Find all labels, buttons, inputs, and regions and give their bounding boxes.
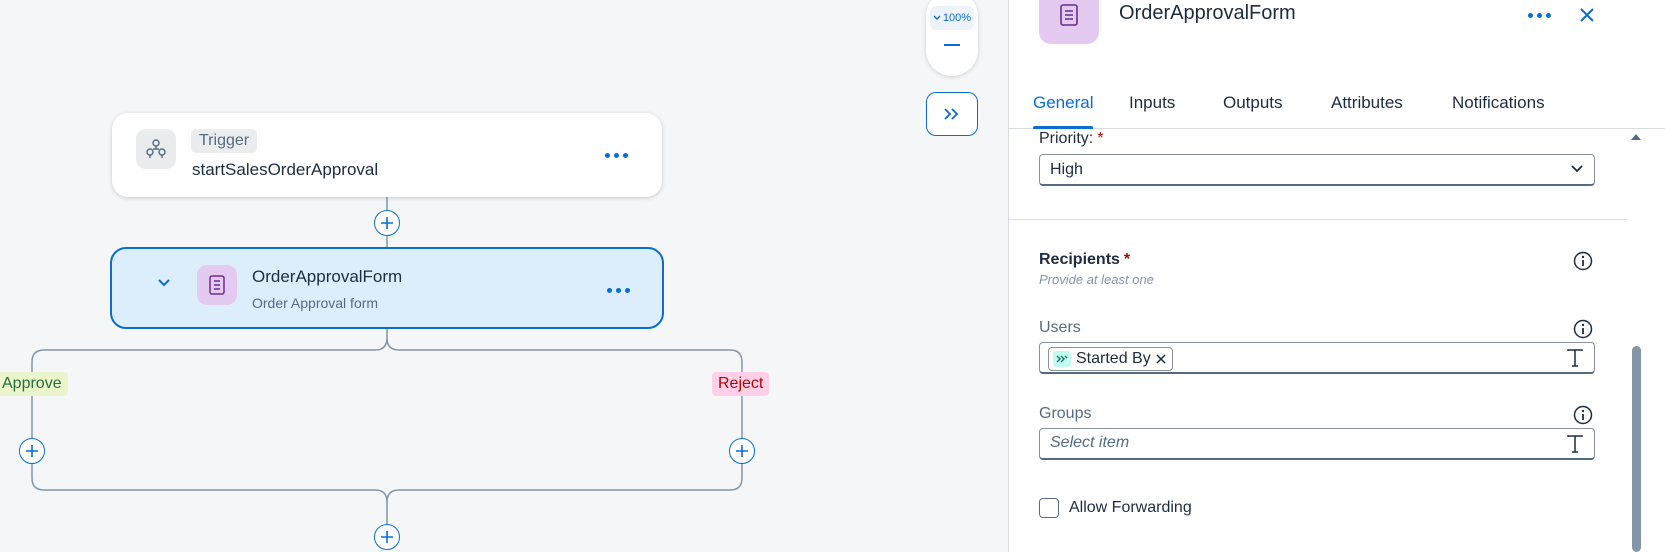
- close-icon: [1156, 354, 1166, 364]
- priority-label: Priority:*: [1039, 130, 1104, 147]
- panel-close-button[interactable]: [1569, 0, 1605, 33]
- users-info-icon[interactable]: [1572, 318, 1594, 340]
- text-type-icon[interactable]: [1564, 433, 1586, 455]
- section-divider: [1009, 219, 1627, 220]
- double-chevron-right-icon: [944, 108, 959, 120]
- reject-branch-label: Reject: [712, 372, 770, 396]
- zoom-level-select[interactable]: 100%: [930, 6, 974, 30]
- form-document-icon: [197, 265, 237, 305]
- workflow-canvas: Trigger startSalesOrderApproval OrderApp…: [0, 0, 978, 550]
- recipients-title: Recipients*: [1039, 251, 1131, 268]
- users-label: Users: [1039, 319, 1081, 336]
- minus-icon: [944, 44, 960, 46]
- chevron-down-icon: [933, 15, 941, 20]
- tab-general[interactable]: General: [1033, 82, 1094, 129]
- priority-value: High: [1050, 161, 1083, 178]
- priority-select[interactable]: High: [1039, 154, 1595, 186]
- users-input[interactable]: Started By: [1039, 342, 1595, 374]
- collapse-chevron-button[interactable]: [152, 271, 176, 295]
- properties-panel: OrderApprovalForm General Inputs Outputs…: [1008, 0, 1665, 552]
- caret-up-icon: [1631, 134, 1641, 140]
- close-icon: [1580, 8, 1594, 22]
- plus-icon: [381, 217, 393, 229]
- panel-scrollbar-thumb[interactable]: [1632, 346, 1641, 552]
- groups-label: Groups: [1039, 405, 1092, 422]
- plus-icon: [26, 445, 38, 457]
- tab-attributes[interactable]: Attributes: [1331, 93, 1403, 112]
- started-by-variable-icon: [1053, 351, 1071, 367]
- panel-tabs: General Inputs Outputs Attributes Notifi…: [1009, 82, 1665, 129]
- scroll-up-button[interactable]: [1629, 130, 1643, 144]
- plus-icon: [381, 531, 393, 543]
- groups-input[interactable]: Select item: [1039, 428, 1595, 460]
- groups-info-icon[interactable]: [1572, 404, 1594, 426]
- remove-token-button[interactable]: [1156, 354, 1166, 364]
- text-type-icon[interactable]: [1564, 347, 1586, 369]
- zoom-control: 100%: [926, 0, 978, 76]
- chevron-down-icon: [158, 279, 170, 287]
- form-more-button[interactable]: [600, 272, 636, 308]
- flow-connectors: [31, 197, 743, 524]
- plus-icon: [736, 445, 748, 457]
- form-node-subtitle: Order Approval form: [252, 295, 379, 311]
- allow-forwarding-checkbox[interactable]: [1039, 498, 1059, 518]
- approve-branch-label: Approve: [0, 372, 68, 396]
- expand-panel-button[interactable]: [926, 92, 978, 136]
- recipients-info-icon[interactable]: [1572, 250, 1594, 272]
- trigger-node[interactable]: Trigger startSalesOrderApproval: [112, 113, 662, 197]
- trigger-badge: Trigger: [191, 129, 258, 153]
- add-step-button[interactable]: [374, 210, 400, 236]
- add-reject-step-button[interactable]: [729, 438, 755, 464]
- trigger-node-title: startSalesOrderApproval: [192, 160, 379, 179]
- recipients-hint: Provide at least one: [1039, 272, 1154, 287]
- panel-title: OrderApprovalForm: [1119, 2, 1296, 24]
- form-node[interactable]: OrderApprovalForm Order Approval form: [110, 247, 664, 329]
- user-token-label: Started By: [1076, 350, 1151, 367]
- zoom-level-value: 100%: [942, 12, 972, 24]
- allow-forwarding-label: Allow Forwarding: [1069, 499, 1192, 516]
- trigger-more-button[interactable]: [598, 137, 634, 173]
- add-final-step-button[interactable]: [374, 524, 400, 550]
- add-approve-step-button[interactable]: [19, 438, 45, 464]
- tab-outputs[interactable]: Outputs: [1223, 93, 1283, 112]
- tab-inputs[interactable]: Inputs: [1129, 93, 1176, 112]
- trigger-flow-icon: [136, 129, 176, 169]
- form-node-title: OrderApprovalForm: [252, 267, 403, 286]
- panel-more-button[interactable]: [1521, 0, 1557, 33]
- user-token: Started By: [1048, 347, 1173, 371]
- tab-notifications[interactable]: Notifications: [1452, 93, 1545, 112]
- form-document-icon: [1039, 0, 1099, 44]
- chevron-down-icon: [1571, 165, 1583, 173]
- groups-placeholder: Select item: [1050, 434, 1130, 451]
